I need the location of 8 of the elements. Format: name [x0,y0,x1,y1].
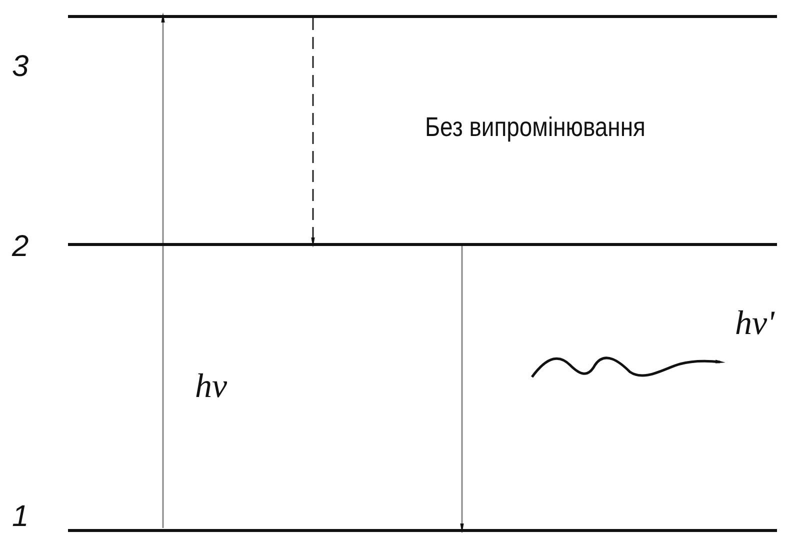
energy-level-line [68,15,777,18]
photon-label: hv' [735,305,774,343]
level-number: 2 [12,232,29,262]
energy-level-line [68,529,777,532]
arrow [161,12,165,528]
level-number: 1 [12,502,29,532]
level-number: 3 [12,52,29,82]
energy-level-line [68,243,777,246]
